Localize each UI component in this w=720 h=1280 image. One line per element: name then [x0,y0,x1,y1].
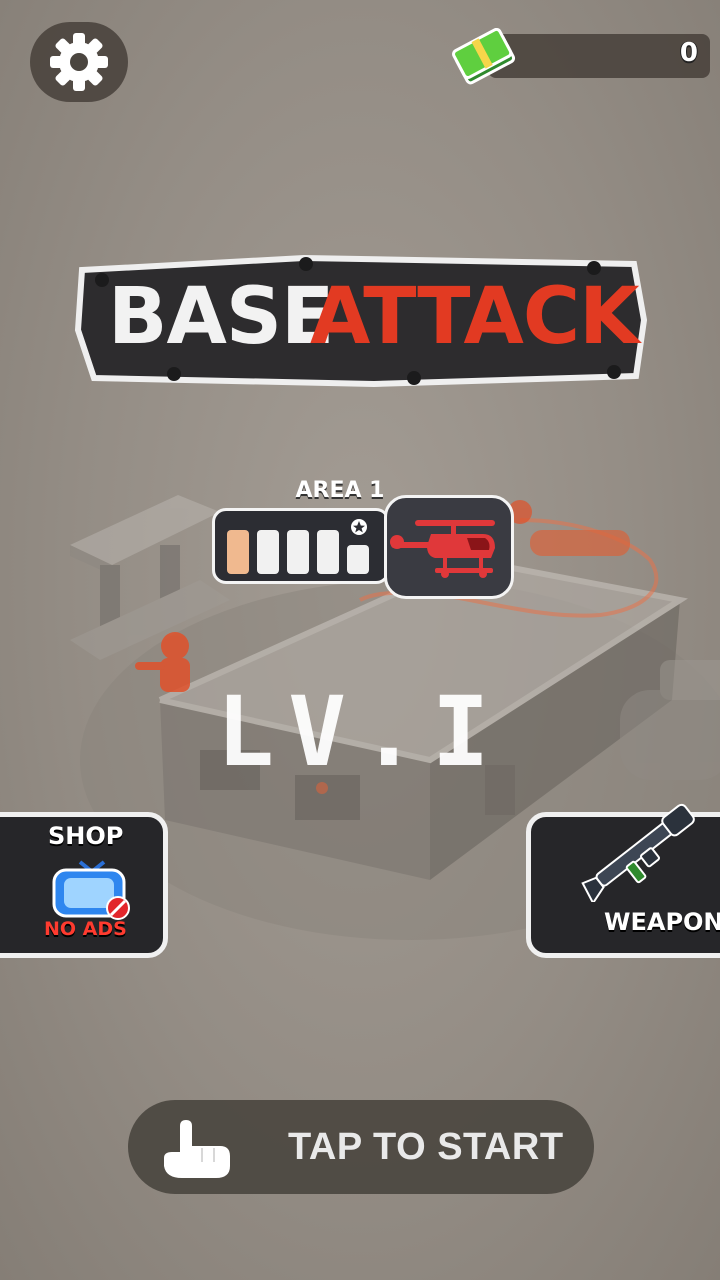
cash-icon [452,28,516,85]
tap-to-start-label: TAP TO START [288,1126,564,1168]
area-progress [212,508,390,584]
progress-segment [257,530,279,574]
progress-segment [347,545,369,574]
gun-icon [581,803,695,902]
weapon-label: WEAPON [604,908,720,936]
no-ads-label: NO ADS [44,918,127,940]
title-base: BASE [108,272,334,362]
progress-segment [287,530,309,574]
shop-title: SHOP [48,822,124,850]
tv-icon [52,860,130,920]
level-label: LV.I [216,676,504,788]
helicopter-icon [390,520,495,578]
enemy-soldier [135,632,190,692]
weapon-button[interactable] [526,812,720,958]
area-reward [384,495,514,599]
settings-button[interactable] [30,22,128,102]
currency-bar: 0 [488,34,710,78]
enemy-soldier [508,500,630,556]
progress-segment [227,530,249,574]
small-building [70,495,230,660]
title-attack: ATTACK [310,272,640,362]
medal-icon [351,519,367,535]
hand-pointer-icon [164,1120,230,1178]
gear-icon [50,33,108,91]
progress-segment [317,530,339,574]
area-label: AREA 1 [295,478,385,503]
main-building [158,556,688,880]
game-logo-plate [74,254,648,388]
currency-amount: 0 [679,38,698,68]
vehicle [620,660,720,780]
